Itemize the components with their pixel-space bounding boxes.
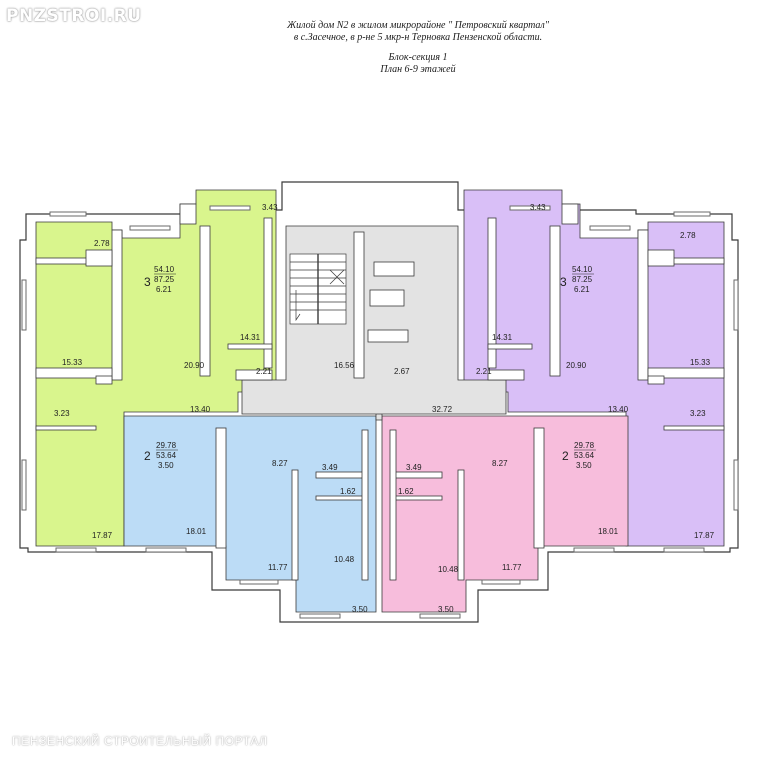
right-2room-fill: [381, 415, 629, 613]
title-line-location: в с.Засечное, в р-не 5 мкр-н Терновка Пе…: [293, 32, 543, 43]
area-label: 14.31: [492, 333, 513, 342]
area-label: 17.87: [694, 531, 715, 540]
rooms-count: 2: [144, 449, 151, 463]
area-label: 15.33: [690, 358, 711, 367]
room-area-labels: 2.78 3.43 15.33 20.90 14.31 2.21 3.23 13…: [54, 203, 715, 614]
area-label: 20.90: [566, 361, 587, 370]
balcony-area: 3.50: [576, 461, 592, 470]
area-label: 10.48: [438, 565, 459, 574]
stair-icon: [289, 253, 347, 325]
plan-title-block: Жилой дом N2 в жилом микрорайоне " Петро…: [268, 20, 568, 76]
area-label: 17.87: [92, 531, 113, 540]
area-label: 20.90: [184, 361, 205, 370]
area-label: 10.48: [334, 555, 355, 564]
rooms-count: 3: [560, 275, 567, 289]
area-label: 3.49: [406, 463, 422, 472]
area-label: 11.77: [502, 563, 522, 572]
area-label: 11.77: [268, 563, 288, 572]
area-label: 1.62: [340, 487, 356, 496]
area-label: 3.43: [530, 203, 546, 212]
site-watermark: PNZSTROI.RU: [6, 6, 142, 26]
area-label: 8.27: [492, 459, 508, 468]
title-line-section: Блок-секция 1: [388, 52, 448, 63]
interior-walls: [35, 203, 725, 581]
area-label: 14.31: [240, 333, 261, 342]
windows: [21, 205, 739, 619]
portal-watermark: ПЕНЗЕНСКИЙ СТРОИТЕЛЬНЫЙ ПОРТАЛ: [12, 734, 268, 748]
balcony-area: 6.21: [156, 285, 172, 294]
area-label: 2.21: [256, 367, 272, 376]
total-area: 87.25: [572, 275, 593, 284]
living-area: 29.78: [156, 441, 177, 450]
total-area: 53.64: [574, 451, 595, 460]
title-line-floors: План 6-9 этажей: [380, 64, 456, 75]
living-area: 54.10: [154, 265, 175, 274]
area-label: 8.27: [272, 459, 288, 468]
area-label: 13.40: [608, 405, 629, 414]
area-label: 18.01: [186, 527, 207, 536]
area-label: 1.62: [398, 487, 414, 496]
rooms-count: 2: [562, 449, 569, 463]
apartment-right-2room[interactable]: [381, 415, 629, 613]
area-label: 18.01: [598, 527, 619, 536]
area-label: 3.50: [438, 605, 454, 614]
balcony-area: 3.50: [158, 461, 174, 470]
area-label: 15.33: [62, 358, 83, 367]
living-area: 29.78: [574, 441, 595, 450]
area-label: 32.72: [432, 405, 453, 414]
area-label: 3.23: [690, 409, 706, 418]
balcony-area: 6.21: [574, 285, 590, 294]
area-label: 16.56: [334, 361, 355, 370]
area-label: 2.21: [476, 367, 492, 376]
rooms-count: 3: [144, 275, 151, 289]
area-label: 3.43: [262, 203, 278, 212]
area-label: 2.78: [94, 239, 110, 248]
area-label: 2.78: [680, 231, 696, 240]
area-label: 3.49: [322, 463, 338, 472]
total-area: 53.64: [156, 451, 177, 460]
total-area: 87.25: [154, 275, 175, 284]
area-label: 3.23: [54, 409, 70, 418]
area-label: 3.50: [352, 605, 368, 614]
area-label: 2.67: [394, 367, 410, 376]
apartment-summaries: 3 54.10 87.25 6.21 3 54.10 87.25 6.21 2 …: [144, 265, 596, 470]
title-line-building: Жилой дом N2 в жилом микрорайоне " Петро…: [287, 20, 549, 31]
area-label: 13.40: [190, 405, 211, 414]
living-area: 54.10: [572, 265, 593, 274]
